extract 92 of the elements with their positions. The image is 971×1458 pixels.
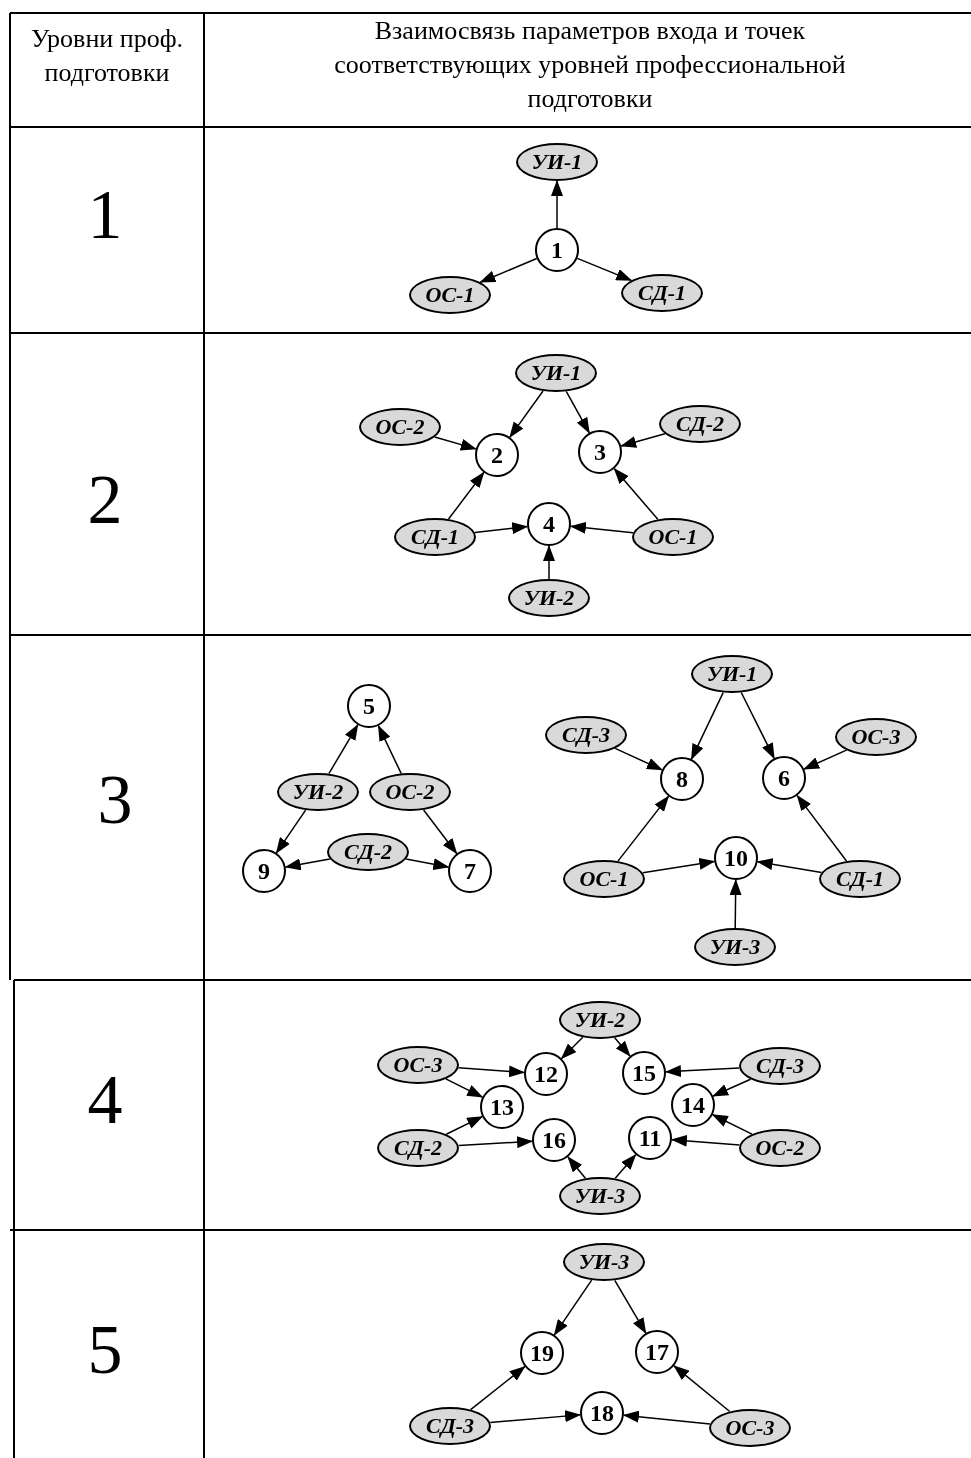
parameter-ellipse: СД-2 xyxy=(377,1129,459,1167)
arrow xyxy=(275,809,307,854)
parameter-ellipse: ОС-3 xyxy=(377,1046,459,1084)
point-circle: 15 xyxy=(622,1051,666,1095)
arrow xyxy=(576,257,633,282)
point-circle: 13 xyxy=(480,1085,524,1129)
parameter-ellipse: УИ-2 xyxy=(508,579,590,617)
arrow xyxy=(614,747,663,771)
arrow xyxy=(670,1134,741,1147)
arrow xyxy=(479,257,538,283)
arrow xyxy=(457,1136,534,1149)
arrow xyxy=(729,879,742,929)
parameter-ellipse: УИ-2 xyxy=(277,773,359,811)
point-circle: 19 xyxy=(520,1331,564,1375)
arrow xyxy=(712,1078,752,1097)
arrow xyxy=(565,390,591,434)
point-circle: 1 xyxy=(535,228,579,272)
parameter-ellipse: СД-1 xyxy=(394,518,476,556)
point-circle: 4 xyxy=(527,502,571,546)
point-circle: 3 xyxy=(578,430,622,474)
point-circle: 6 xyxy=(762,756,806,800)
arrow xyxy=(551,180,563,229)
point-circle: 18 xyxy=(580,1391,624,1435)
arrow xyxy=(328,724,359,775)
point-circle: 14 xyxy=(671,1083,715,1127)
arrow xyxy=(489,1410,582,1424)
arrow xyxy=(803,749,848,770)
arrow xyxy=(457,1065,526,1078)
arrow xyxy=(617,795,670,862)
level-number: 5 xyxy=(86,1315,124,1385)
arrow xyxy=(553,1279,593,1336)
point-circle: 17 xyxy=(635,1330,679,1374)
arrow xyxy=(614,1153,637,1180)
parameter-ellipse: УИ-1 xyxy=(516,143,598,181)
parameter-ellipse: УИ-1 xyxy=(691,655,773,693)
parameter-ellipse: ОС-3 xyxy=(835,718,917,756)
parameter-ellipse: УИ-3 xyxy=(559,1177,641,1215)
arrow xyxy=(377,724,402,775)
point-circle: 16 xyxy=(532,1118,576,1162)
parameter-ellipse: ОС-2 xyxy=(359,408,441,446)
point-circle: 11 xyxy=(628,1116,672,1160)
arrow xyxy=(509,390,544,438)
arrow xyxy=(569,521,634,534)
arrow xyxy=(711,1114,753,1135)
level-number: 4 xyxy=(86,1065,124,1135)
parameter-ellipse: СД-3 xyxy=(545,716,627,754)
arrow xyxy=(284,858,331,871)
arrow xyxy=(740,691,775,760)
parameter-ellipse: УИ-1 xyxy=(515,354,597,392)
parameter-ellipse: ОС-3 xyxy=(709,1409,791,1447)
point-circle: 8 xyxy=(660,757,704,801)
parameter-ellipse: ОС-1 xyxy=(563,860,645,898)
point-circle: 12 xyxy=(524,1052,568,1096)
arrow xyxy=(445,1078,484,1098)
parameter-ellipse: ОС-1 xyxy=(632,518,714,556)
parameter-ellipse: ОС-2 xyxy=(369,773,451,811)
parameter-ellipse: УИ-3 xyxy=(563,1243,645,1281)
arrow xyxy=(422,809,458,855)
arrow xyxy=(614,1279,647,1334)
level-number: 2 xyxy=(86,465,124,535)
arrow xyxy=(642,857,716,874)
arrow xyxy=(690,691,724,761)
point-circle: 2 xyxy=(475,433,519,477)
parameter-ellipse: УИ-3 xyxy=(694,928,776,966)
point-circle: 7 xyxy=(448,849,492,893)
arrow xyxy=(622,1410,711,1425)
arrow xyxy=(543,545,555,580)
arrow xyxy=(796,794,848,862)
arrow xyxy=(405,858,450,871)
level-number: 3 xyxy=(96,765,134,835)
arrow xyxy=(445,1115,484,1135)
arrow xyxy=(613,467,659,521)
point-circle: 9 xyxy=(242,849,286,893)
point-circle: 10 xyxy=(714,836,758,880)
level-number: 1 xyxy=(86,180,124,250)
arrow xyxy=(447,471,485,520)
column-header: Взаимосвязь параметров входа и точек соответствующих уровней профессиональной подготовки xyxy=(333,15,847,115)
arrow xyxy=(560,1036,584,1060)
parameter-ellipse: СД-2 xyxy=(659,405,741,443)
parameter-ellipse: УИ-2 xyxy=(559,1001,641,1039)
parameter-ellipse: СД-2 xyxy=(327,833,409,871)
parameter-ellipse: СД-1 xyxy=(621,274,703,312)
column-header: Уровни проф. подготовки xyxy=(30,23,184,89)
arrow xyxy=(474,522,529,535)
parameter-ellipse: ОС-1 xyxy=(409,276,491,314)
parameter-ellipse: СД-3 xyxy=(739,1047,821,1085)
parameter-ellipse: СД-3 xyxy=(409,1407,491,1445)
point-circle: 5 xyxy=(347,684,391,728)
parameter-ellipse: ОС-2 xyxy=(739,1129,821,1167)
parameter-ellipse: СД-1 xyxy=(819,860,901,898)
arrow xyxy=(664,1065,740,1078)
arrow xyxy=(613,1037,631,1057)
